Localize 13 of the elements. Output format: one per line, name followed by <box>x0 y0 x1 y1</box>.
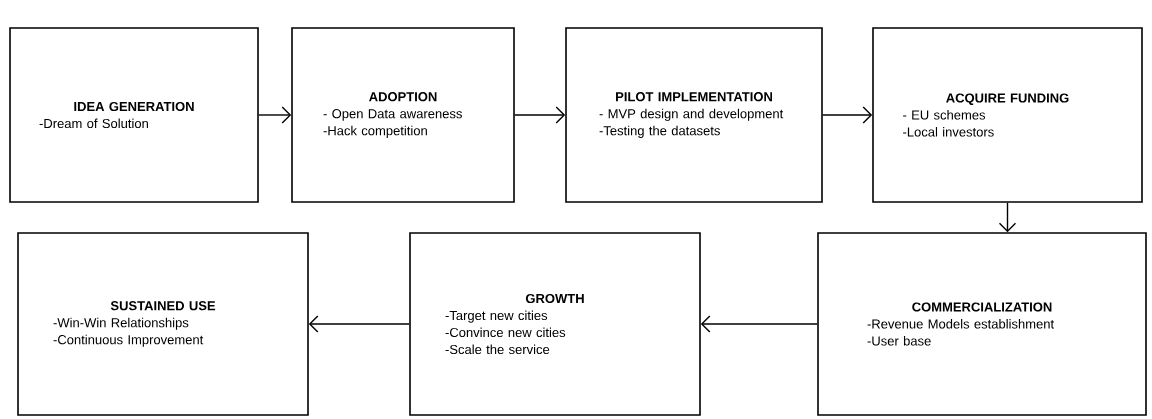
process-box: GROWTH -Target new cities -Convince new cities -Scale the service <box>409 232 701 416</box>
arrow <box>308 315 410 333</box>
process-box: IDEA GENERATION -Dream of Solution <box>9 27 259 203</box>
arrow <box>258 106 292 124</box>
arrow <box>822 106 873 124</box>
arrow <box>514 106 566 124</box>
arrow <box>998 202 1017 233</box>
process-box: SUSTAINED USE -Win-Win Relationships -Continuous Improvement <box>17 232 309 416</box>
process-box: ACQUIRE FUNDING - EU schemes -Local investors <box>872 27 1143 203</box>
process-box: ADOPTION - Open Data awareness -Hack competition <box>291 27 515 203</box>
arrow <box>700 315 818 333</box>
process-box: COMMERCIALIZATION -Revenue Models establishment -User base <box>817 232 1147 416</box>
process-box: PILOT IMPLEMENTATION - MVP design and development -Testing the datasets <box>565 27 823 203</box>
